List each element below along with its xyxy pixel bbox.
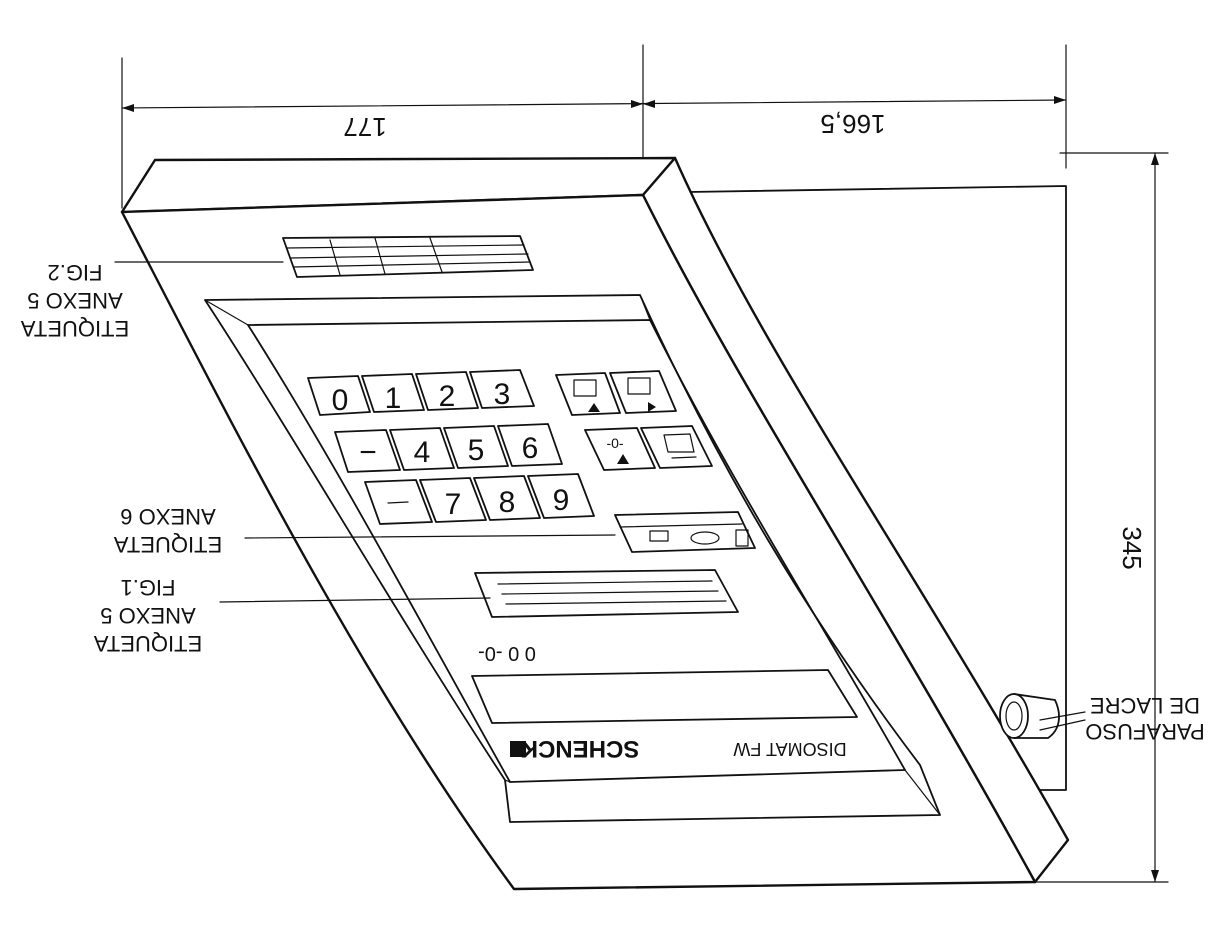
key-9[interactable]: 9 bbox=[527, 473, 595, 519]
callout-fig2-line1: ETIQUETA bbox=[20, 316, 129, 341]
key-minus-label: − bbox=[359, 436, 377, 469]
key-8-label: 8 bbox=[499, 486, 516, 519]
dimension-height: 345 bbox=[1117, 526, 1147, 569]
key-2-label: 2 bbox=[439, 380, 456, 413]
label-plate-anexo6 bbox=[614, 511, 756, 553]
key-3-label: 3 bbox=[494, 378, 511, 411]
housing-back bbox=[687, 185, 1067, 791]
key-zero-set[interactable]: -0- bbox=[584, 427, 656, 471]
callout-fig1-line2: ANEXO 5 bbox=[100, 603, 195, 628]
key-blank[interactable] bbox=[364, 479, 433, 525]
key-print[interactable] bbox=[609, 370, 677, 414]
callout-fig1-line3: FIG.1 bbox=[120, 575, 175, 600]
callout-anexo6: ETIQUETA ANEXO 6 bbox=[113, 504, 222, 557]
key-5-label: 5 bbox=[468, 434, 485, 467]
zero-set-symbol: -0- bbox=[606, 435, 623, 451]
key-0-label: 0 bbox=[332, 384, 349, 417]
callout-anexo6-line2: ANEXO 6 bbox=[120, 504, 215, 529]
key-7[interactable]: 7 bbox=[419, 477, 487, 523]
key-tare[interactable] bbox=[555, 372, 621, 416]
dimension-width-left: 177 bbox=[343, 112, 386, 142]
keypad-panel bbox=[204, 294, 941, 823]
callout-anexo6-line1: ETIQUETA bbox=[113, 532, 222, 557]
indicator-symbols-group: 0 0 -0- bbox=[478, 642, 536, 664]
brand-logo bbox=[510, 741, 526, 757]
key-4-label: 4 bbox=[414, 436, 431, 469]
key-3[interactable]: 3 bbox=[469, 369, 535, 411]
display-window bbox=[471, 669, 858, 724]
key-9-label: 9 bbox=[553, 484, 570, 517]
callout-fig2-line3: FIG.2 bbox=[47, 260, 102, 285]
label-plate-fig2 bbox=[282, 235, 534, 278]
key-0[interactable]: 0 bbox=[307, 375, 371, 417]
callout-fig1: ETIQUETA ANEXO 5 FIG.1 bbox=[93, 575, 202, 656]
keypad: 0 1 2 3 − 4 5 6 bbox=[307, 369, 713, 525]
callout-screw-line2: DE LACRE bbox=[1090, 693, 1200, 718]
key-1-label: 1 bbox=[385, 382, 402, 415]
key-minus[interactable]: − bbox=[334, 429, 401, 473]
indicator-symbols: 0 0 -0- bbox=[478, 642, 536, 664]
key-2[interactable]: 2 bbox=[415, 371, 479, 413]
key-4[interactable]: 4 bbox=[389, 427, 455, 471]
brand-name: SCHENCK bbox=[520, 735, 639, 762]
callout-leaders bbox=[114, 261, 1086, 731]
model-name: DISOMAT FW bbox=[733, 739, 846, 759]
key-6-label: 6 bbox=[522, 432, 539, 465]
key-1[interactable]: 1 bbox=[361, 373, 425, 415]
key-6[interactable]: 6 bbox=[497, 423, 563, 467]
key-scale[interactable] bbox=[640, 425, 713, 469]
callout-fig2-line2: ANEXO 5 bbox=[27, 288, 122, 313]
key-8[interactable]: 8 bbox=[473, 475, 541, 521]
callout-fig2: ETIQUETA ANEXO 5 FIG.2 bbox=[20, 260, 129, 341]
sealing-screw bbox=[999, 693, 1060, 739]
dimension-lines bbox=[121, 44, 1169, 883]
callout-screw-line1: PARAFUSO bbox=[1085, 719, 1204, 744]
label-plate-fig1 bbox=[474, 569, 739, 618]
dimension-width-right: 166,5 bbox=[820, 109, 885, 139]
callout-sealing-screw: PARAFUSO DE LACRE bbox=[1085, 693, 1204, 744]
key-7-label: 7 bbox=[445, 488, 462, 521]
callout-fig1-line1: ETIQUETA bbox=[93, 631, 202, 656]
key-5[interactable]: 5 bbox=[443, 425, 509, 469]
